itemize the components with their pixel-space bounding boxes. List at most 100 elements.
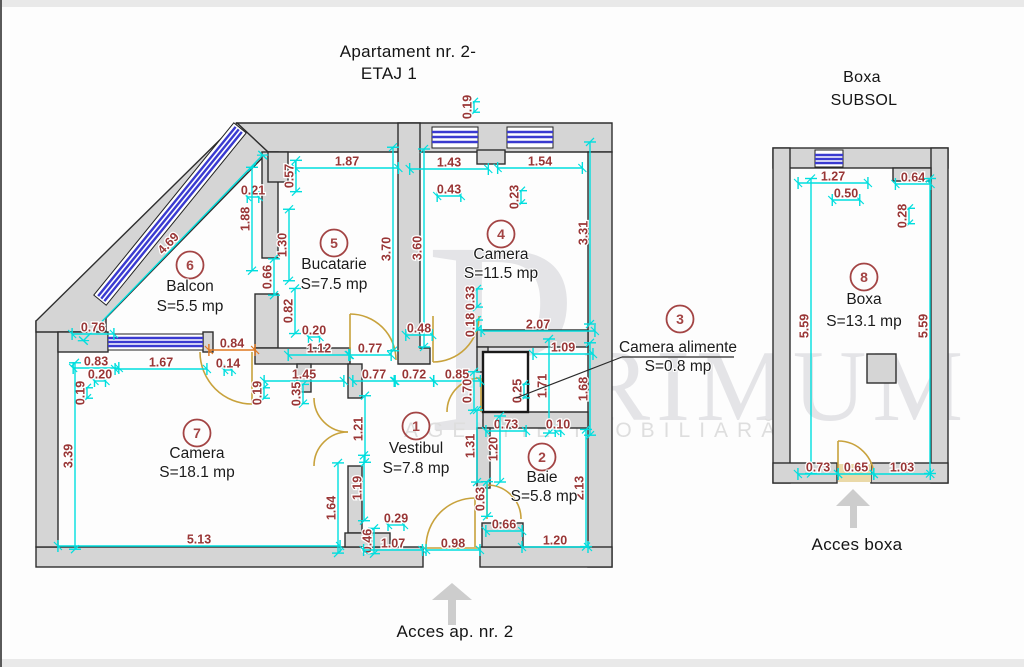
- dimension: 0.63: [472, 477, 493, 521]
- dimension-label: 3.70: [380, 237, 394, 261]
- dimension-label: 1.43: [437, 156, 461, 170]
- dimension: 1.68: [575, 338, 596, 440]
- leader-line: [515, 356, 623, 399]
- wall-left: [35, 320, 59, 548]
- dimension: 0.64: [890, 169, 936, 190]
- dimension-label: 0.63: [474, 487, 488, 511]
- dimension-label: 0.82: [282, 299, 296, 323]
- dimension: 0.77: [344, 340, 396, 361]
- dimension: 0.85: [429, 366, 485, 387]
- dimension: 0.77: [348, 366, 400, 387]
- dimension-label: 5.59: [917, 314, 931, 338]
- wall-bottom-right: [479, 546, 613, 568]
- door-entry: [423, 497, 480, 549]
- door-camera4: [432, 315, 480, 363]
- dimension-label: 0.48: [407, 322, 431, 336]
- dimension: 0.35: [288, 379, 309, 409]
- room-area: S=5.5 mp: [157, 298, 224, 315]
- dimension-label: 0.50: [834, 187, 858, 201]
- dimension: 5.13: [53, 531, 345, 552]
- boxa-wall-right: [930, 147, 949, 484]
- dimension-label: 1.71: [536, 374, 550, 398]
- dimension-label: 1.03: [890, 461, 914, 475]
- dimension: 0.10: [545, 416, 571, 437]
- acces-boxa-label: Acces boxa: [811, 535, 903, 554]
- dimension: 1.03: [869, 459, 935, 480]
- dimension: 1.64: [323, 458, 344, 558]
- room-name: Camera: [473, 246, 529, 263]
- dimension-label: 1.20: [543, 534, 567, 548]
- dimension-label: 0.66: [492, 518, 516, 532]
- dimension: 0.19: [459, 94, 480, 120]
- dimension-label: 0.70: [461, 379, 475, 403]
- dimension-label: 2.07: [526, 318, 550, 332]
- dimension: 1.31: [462, 405, 483, 487]
- dimension: 0.72: [389, 366, 439, 387]
- dimension: 0.20: [87, 366, 113, 387]
- window-boxa: [814, 149, 844, 168]
- dimension-label: 0.43: [437, 183, 461, 197]
- dimension-label: 0.72: [402, 368, 426, 382]
- dimension-label: 1.87: [335, 155, 359, 169]
- room-number: 7: [193, 425, 201, 441]
- dimension-label: 0.19: [251, 381, 265, 405]
- boxa-title-line1: Boxa: [843, 69, 881, 86]
- main-title-line1: Apartament nr. 2-: [339, 42, 477, 61]
- wall-vestibul-step: [344, 532, 391, 548]
- dimension: 5.59: [915, 174, 936, 478]
- room-name: Camera: [169, 445, 225, 462]
- door-balcony: [199, 351, 253, 405]
- wall-kitchen-bottom: [254, 347, 351, 365]
- wall-window-pier-stub: [476, 149, 506, 165]
- room-number-circle: [486, 219, 516, 249]
- room-number-circle: [849, 262, 879, 292]
- page-edge-bottom: [0, 659, 1024, 667]
- dimension: 0.84: [204, 335, 260, 356]
- dimension: 0.18: [462, 312, 483, 338]
- dimension-label: 0.66: [261, 265, 275, 289]
- dimension-label: 0.83: [84, 355, 108, 369]
- window-balcony-south: [107, 333, 204, 351]
- dimension: 1.54: [493, 153, 587, 174]
- dimension-label: 0.10: [546, 418, 570, 432]
- dimension: 0.14: [215, 355, 241, 376]
- wall-kitchen-east: [397, 122, 431, 365]
- acces-apartment-label: Acces ap. nr. 2: [396, 622, 514, 641]
- dimension-label: 0.76: [81, 321, 105, 335]
- room-area: S=0.8 mp: [645, 358, 712, 375]
- dimension: 3.60: [409, 144, 430, 352]
- room-area: S=11.5 mp: [464, 265, 538, 282]
- dimension-label: 0.73: [806, 461, 830, 475]
- wall-balcony-south-a: [57, 331, 109, 353]
- room-number-circle: [182, 418, 212, 448]
- room-area: S=13.1 mp: [826, 313, 901, 330]
- room-number: 3: [676, 311, 684, 327]
- dimension-label: 0.84: [220, 337, 244, 351]
- dimension: 1.20: [517, 532, 593, 553]
- dimension: 2.13: [571, 425, 592, 551]
- dimension: 0.28: [894, 203, 915, 229]
- dimension-label: 0.14: [216, 357, 240, 371]
- dimension: 3.31: [575, 137, 596, 329]
- window-balcony-diagonal: [93, 122, 247, 306]
- dimension-label: 1.19: [351, 476, 365, 500]
- dimension: 0.76: [67, 319, 119, 340]
- dimension: 1.12: [283, 340, 355, 361]
- dimension-label: 1.64: [325, 496, 339, 520]
- dimensions-layer: 0.191.870.571.430.431.540.230.211.881.30…: [53, 94, 936, 559]
- dimension: 0.82: [280, 284, 301, 338]
- room-name: Baie: [526, 469, 557, 486]
- room-area: S=7.5 mp: [301, 276, 368, 293]
- dimension: 1.67: [110, 354, 212, 375]
- window-top-1: [431, 126, 479, 149]
- dimension: 1.21: [350, 391, 371, 467]
- wall-top: [235, 122, 613, 153]
